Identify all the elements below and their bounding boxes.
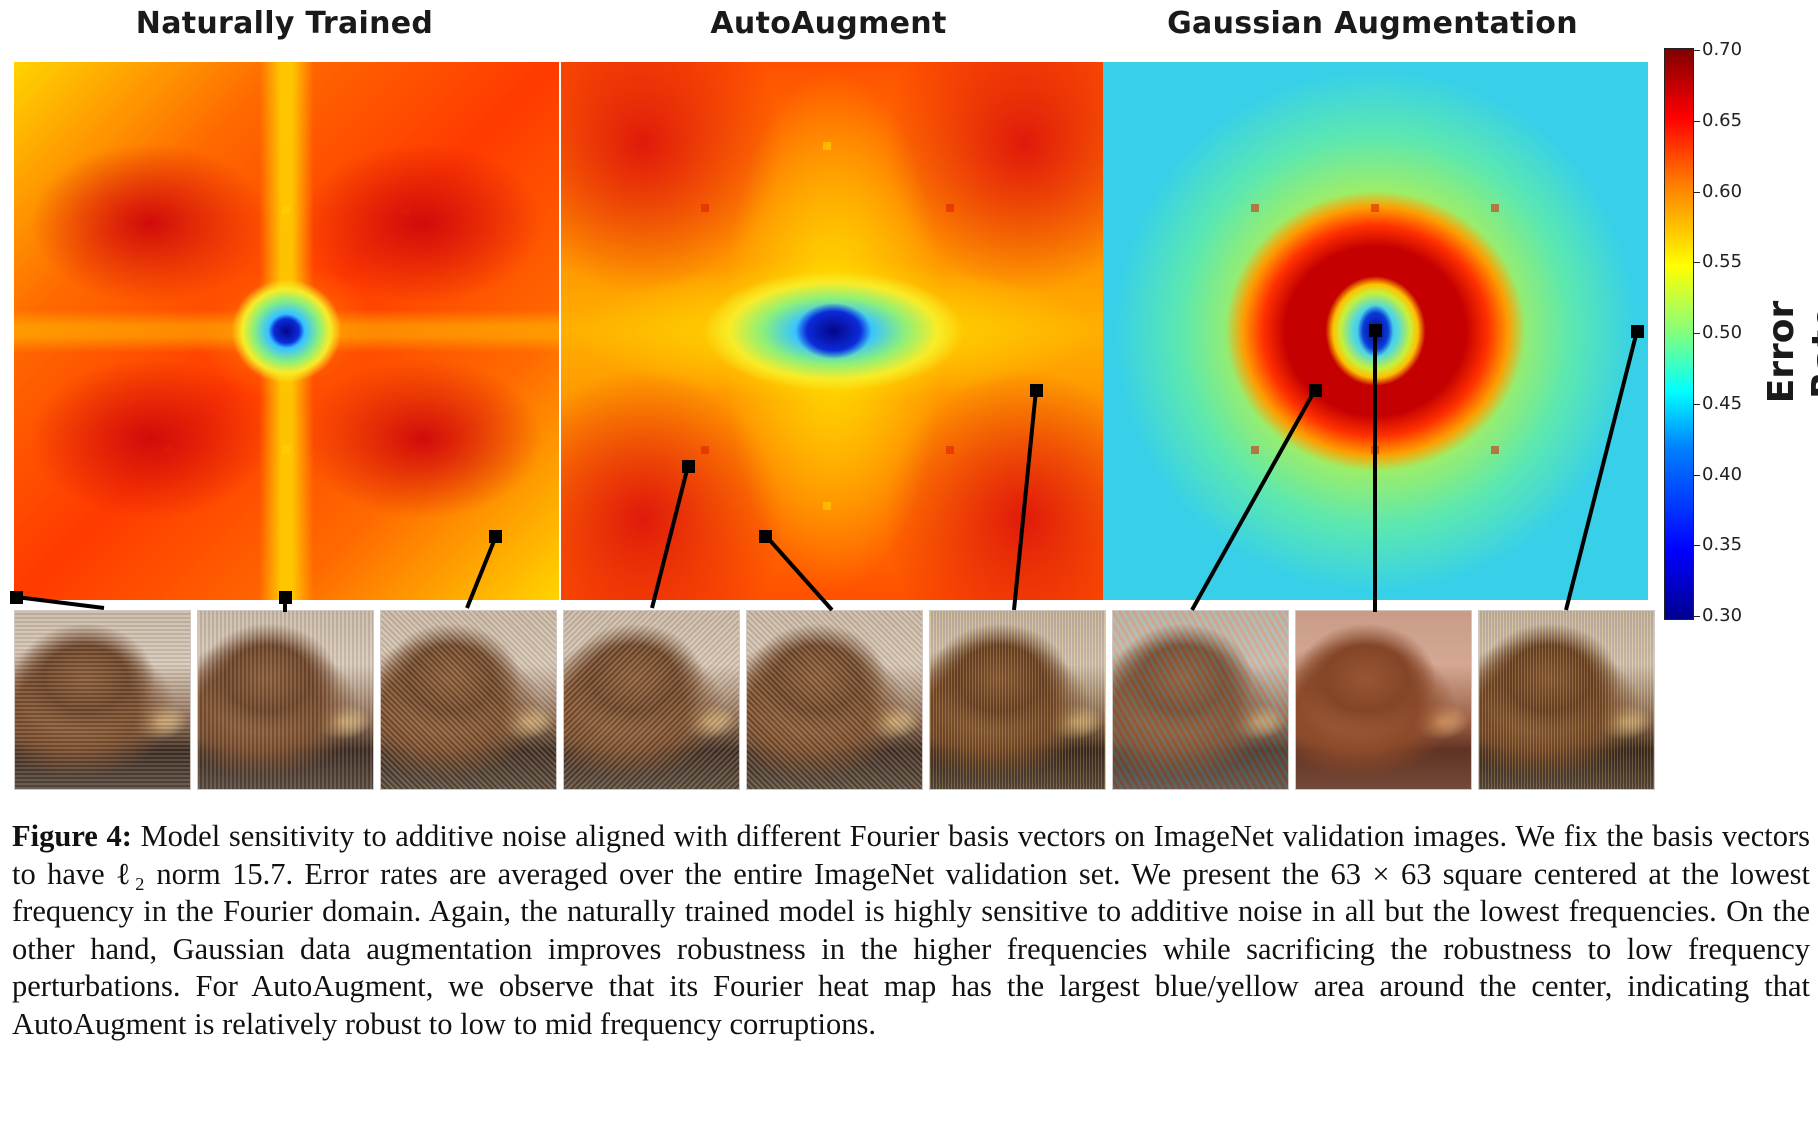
colorbar-tick-label: 0.50: [1702, 322, 1743, 343]
perturbed-image: [563, 610, 740, 790]
perturbed-image: [14, 610, 191, 790]
colorbar-tick: [1694, 120, 1700, 122]
grid-marker: [1251, 204, 1259, 212]
heatmap-autoaugment: [561, 62, 1106, 600]
colorbar-tick: [1694, 333, 1700, 334]
perturbed-image: [380, 610, 557, 790]
figure-caption: Figure 4: Model sensitivity to additive …: [12, 818, 1810, 1043]
panel-title-autoaugment: AutoAugment: [710, 6, 947, 41]
perturbed-image: [1478, 610, 1655, 790]
colorbar-tick-label: 0.55: [1702, 251, 1743, 273]
grid-marker: [282, 206, 290, 214]
grid-marker: [1371, 446, 1379, 454]
colorbar-tick: [1694, 616, 1700, 617]
grid-marker: [164, 446, 172, 454]
perturbed-image: [197, 610, 374, 790]
figure-label: Figure 4:: [12, 819, 132, 853]
grid-marker: [946, 446, 954, 454]
grid-marker: [701, 204, 709, 212]
colorbar-tick: [1694, 262, 1700, 264]
colorbar-tick-label: 0.70: [1702, 39, 1743, 60]
colorbar: [1664, 48, 1694, 620]
colorbar-tick: [1694, 50, 1700, 51]
caption-text: Model sensitivity to additive noise alig…: [12, 819, 1810, 1041]
colorbar-tick-label: 0.30: [1702, 605, 1743, 626]
grid-marker: [1371, 204, 1379, 212]
grid-marker: [823, 502, 831, 510]
colorbar-tick-label: 0.35: [1702, 534, 1743, 556]
colorbar-tick: [1694, 191, 1700, 193]
colorbar-tick-label: 0.45: [1702, 392, 1743, 414]
colorbar-tick: [1694, 474, 1700, 476]
colorbar-tick-label: 0.65: [1702, 109, 1743, 131]
grid-marker: [1251, 446, 1259, 454]
colorbar-tick: [1694, 403, 1700, 405]
panel-title-gaussian-augmentation: Gaussian Augmentation: [1167, 6, 1578, 41]
grid-marker: [823, 142, 831, 150]
heatmap-naturally-trained: [14, 62, 559, 600]
grid-marker: [402, 446, 410, 454]
perturbed-image: [746, 610, 923, 790]
grid-marker: [402, 206, 410, 214]
grid-marker: [701, 446, 709, 454]
perturbed-image: [929, 610, 1106, 790]
grid-marker: [1491, 446, 1499, 454]
grid-marker: [1491, 204, 1499, 212]
grid-marker: [946, 204, 954, 212]
perturbed-image-strip: [14, 610, 1666, 790]
perturbed-image: [1112, 610, 1289, 790]
perturbed-image: [1295, 610, 1472, 790]
heatmap-gaussian-augmentation: [1103, 62, 1648, 600]
panel-title-naturally-trained: Naturally Trained: [135, 6, 434, 41]
colorbar-tick-label: 0.40: [1702, 463, 1743, 485]
colorbar-tick-label: 0.60: [1702, 180, 1743, 202]
colorbar-tick: [1694, 545, 1700, 547]
grid-marker: [164, 206, 172, 214]
grid-marker: [282, 446, 290, 454]
colorbar-title: Error Rate: [1761, 300, 1818, 404]
